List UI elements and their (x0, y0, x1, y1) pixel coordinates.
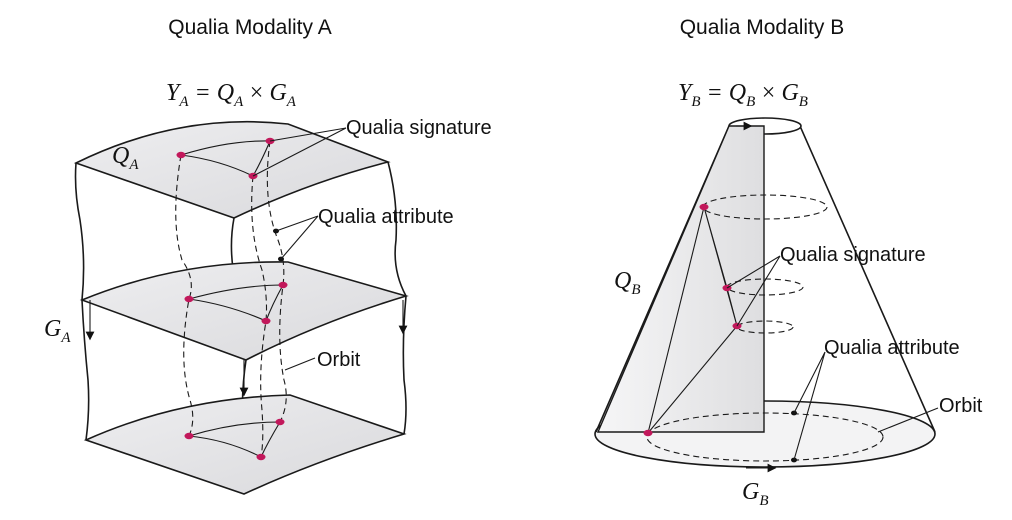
orbits-a (175, 140, 287, 458)
group-label-b: GB (742, 479, 769, 509)
fiber-label-a: QA (112, 143, 139, 173)
modality-b-equation: YB=QB×GB (678, 80, 808, 110)
modality-a-equation: YA=QA×GA (166, 80, 297, 110)
attribute-points-a (273, 228, 284, 262)
orbit-callout-line-b (877, 407, 939, 433)
signature-label-b: Qualia signature (780, 244, 926, 266)
group-label-a: GA (44, 316, 71, 346)
attribute-label-a: Qualia attribute (318, 206, 454, 228)
orbit-label-b: Orbit (939, 395, 983, 417)
orbit-label-a: Orbit (317, 349, 361, 371)
attribute-label-b: Qualia attribute (824, 337, 960, 359)
modality-a-panel: Qualia Modality A YA=QA×GA (44, 16, 492, 495)
orbits-b (646, 194, 884, 462)
attribute-callout-lines-b (793, 351, 826, 461)
bottom-slice-a (83, 394, 407, 495)
signature-callout-lines-a (252, 127, 347, 177)
orbit-callout-line-a (284, 357, 316, 371)
modality-a-title: Qualia Modality A (168, 16, 331, 39)
attribute-callout-lines-a (275, 215, 319, 260)
modality-b-panel: Qualia Modality B YB=QB×GB (594, 16, 983, 509)
signature-callout-lines-b (726, 255, 781, 327)
signature-points-a (176, 137, 288, 461)
signature-lines-b (647, 206, 738, 434)
signature-label-a: Qualia signature (346, 117, 492, 139)
fiber-label-b: QB (614, 268, 641, 298)
modality-b-title: Qualia Modality B (680, 16, 845, 39)
